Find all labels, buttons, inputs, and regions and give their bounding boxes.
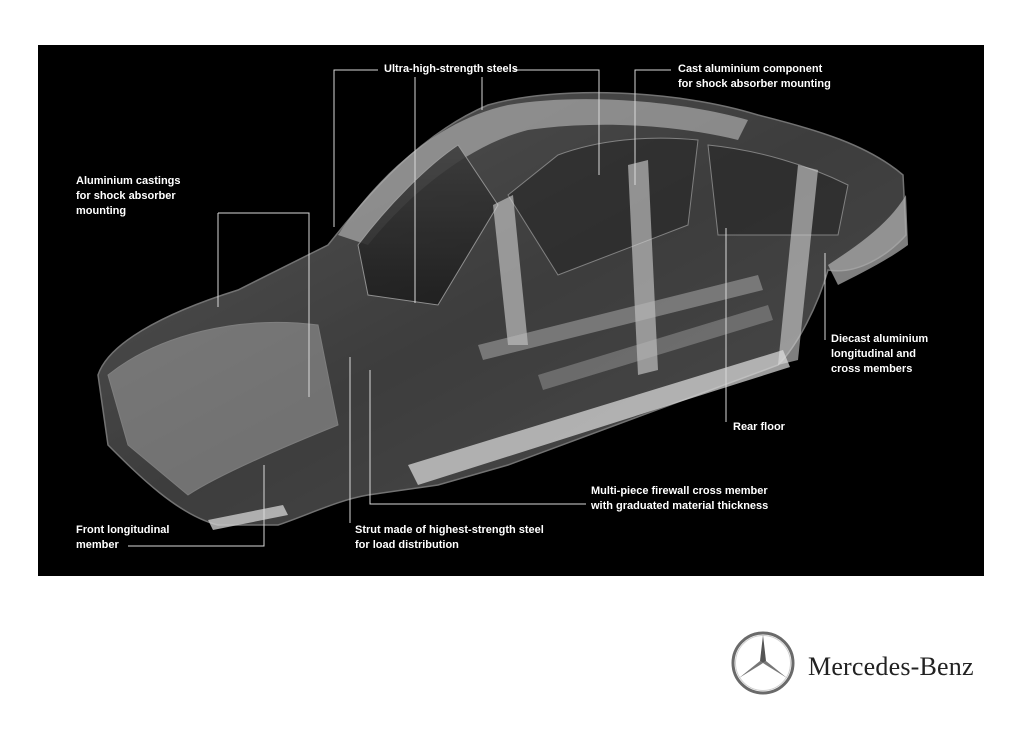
label-diecast-aluminium: Diecast aluminium longitudinal and cross… xyxy=(831,332,928,377)
label-line: Front longitudinal xyxy=(76,524,170,536)
label-strut-highest-strength-steel: Strut made of highest-strength steel for… xyxy=(355,523,544,553)
label-line: for shock absorber mounting xyxy=(678,78,831,90)
car-body-shell-illustration xyxy=(97,91,908,530)
diagram-panel: Ultra-high-strength steels Cast aluminiu… xyxy=(38,45,984,576)
three-pointed-star-icon xyxy=(731,631,795,695)
label-line: Multi-piece firewall cross member xyxy=(591,485,768,497)
label-firewall-cross-member: Multi-piece firewall cross member with g… xyxy=(591,484,768,514)
label-line: Cast aluminium component xyxy=(678,63,823,75)
label-line: longitudinal and xyxy=(831,348,916,360)
label-line: Aluminium castings xyxy=(76,175,181,187)
label-line: for shock absorber xyxy=(76,190,176,202)
label-line: mounting xyxy=(76,205,127,217)
label-line: Diecast aluminium xyxy=(831,333,929,345)
label-ultra-high-strength-steels: Ultra-high-strength steels xyxy=(384,62,518,77)
label-line: Rear floor xyxy=(733,421,785,433)
brand-mark: Mercedes-Benz xyxy=(730,630,990,696)
label-cast-aluminium-component: Cast aluminium component for shock absor… xyxy=(678,62,831,92)
brand-name: Mercedes-Benz xyxy=(808,652,974,681)
label-line: Strut made of highest-strength steel xyxy=(355,524,544,536)
label-aluminium-castings: Aluminium castings for shock absorber mo… xyxy=(76,174,181,219)
label-rear-floor: Rear floor xyxy=(733,420,785,435)
label-line: cross members xyxy=(831,363,913,375)
label-line: for load distribution xyxy=(355,539,459,551)
label-line: with graduated material thickness xyxy=(591,500,769,512)
label-line: member xyxy=(76,539,119,551)
label-front-longitudinal-member: Front longitudinal member xyxy=(76,523,169,553)
label-line: Ultra-high-strength steels xyxy=(384,63,518,75)
